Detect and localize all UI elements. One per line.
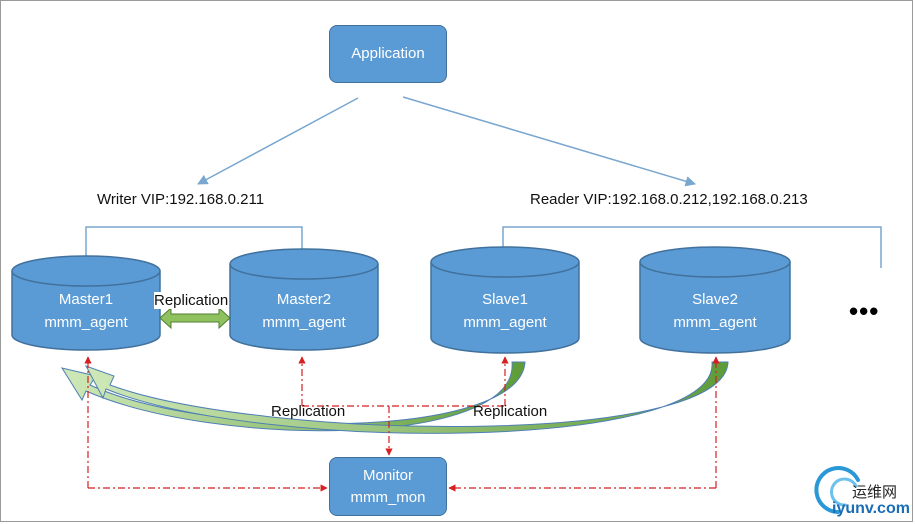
master2-db-icon — [229, 248, 379, 351]
replication-label-left: Replication — [271, 403, 346, 420]
master-replication-arrow — [159, 306, 231, 330]
monitor-box: Monitor mmm_mon — [329, 457, 447, 516]
replication-label-master: Replication — [154, 292, 229, 309]
monitor-name: Monitor — [362, 466, 414, 484]
master1-agent: mmm_agent — [44, 314, 128, 331]
app-to-reader-arrow — [402, 96, 697, 187]
reader-vip-label: Reader VIP:192.168.0.212,192.168.0.213 — [530, 191, 808, 208]
watermark-cn: 运维网 — [852, 483, 898, 501]
application-box: Application — [329, 25, 447, 83]
master1-node: Master1 mmm_agent — [12, 288, 160, 334]
master2-node: Master2 mmm_agent — [230, 288, 378, 334]
slave2-name: Slave2 — [692, 291, 738, 308]
slave1-replication-arc — [60, 361, 526, 432]
slave2-agent: mmm_agent — [673, 314, 757, 331]
writer-vip-label: Writer VIP:192.168.0.211 — [97, 191, 265, 208]
master2-agent: mmm_agent — [262, 314, 346, 331]
watermark-logo — [814, 466, 860, 514]
slave1-agent: mmm_agent — [463, 314, 547, 331]
slave1-node: Slave1 mmm_agent — [431, 288, 579, 334]
more-nodes-indicator: ••• — [849, 296, 880, 326]
application-label: Application — [351, 45, 425, 62]
slave2-db-icon — [639, 246, 791, 354]
slave2-node: Slave2 mmm_agent — [640, 288, 790, 334]
master1-db-icon — [11, 255, 161, 351]
app-to-writer-arrow — [197, 97, 359, 185]
slave2-replication-arc — [84, 361, 729, 434]
watermark-domain: iyunv.com — [832, 500, 910, 517]
slave1-db-icon — [430, 246, 580, 354]
slave1-name: Slave1 — [482, 291, 528, 308]
reader-vip-bracket — [502, 226, 882, 268]
monitor-process: mmm_mon — [350, 488, 426, 506]
master2-name: Master2 — [276, 291, 332, 308]
master1-name: Master1 — [58, 291, 114, 308]
writer-vip-bracket — [85, 226, 303, 258]
replication-label-right: Replication — [473, 403, 548, 420]
